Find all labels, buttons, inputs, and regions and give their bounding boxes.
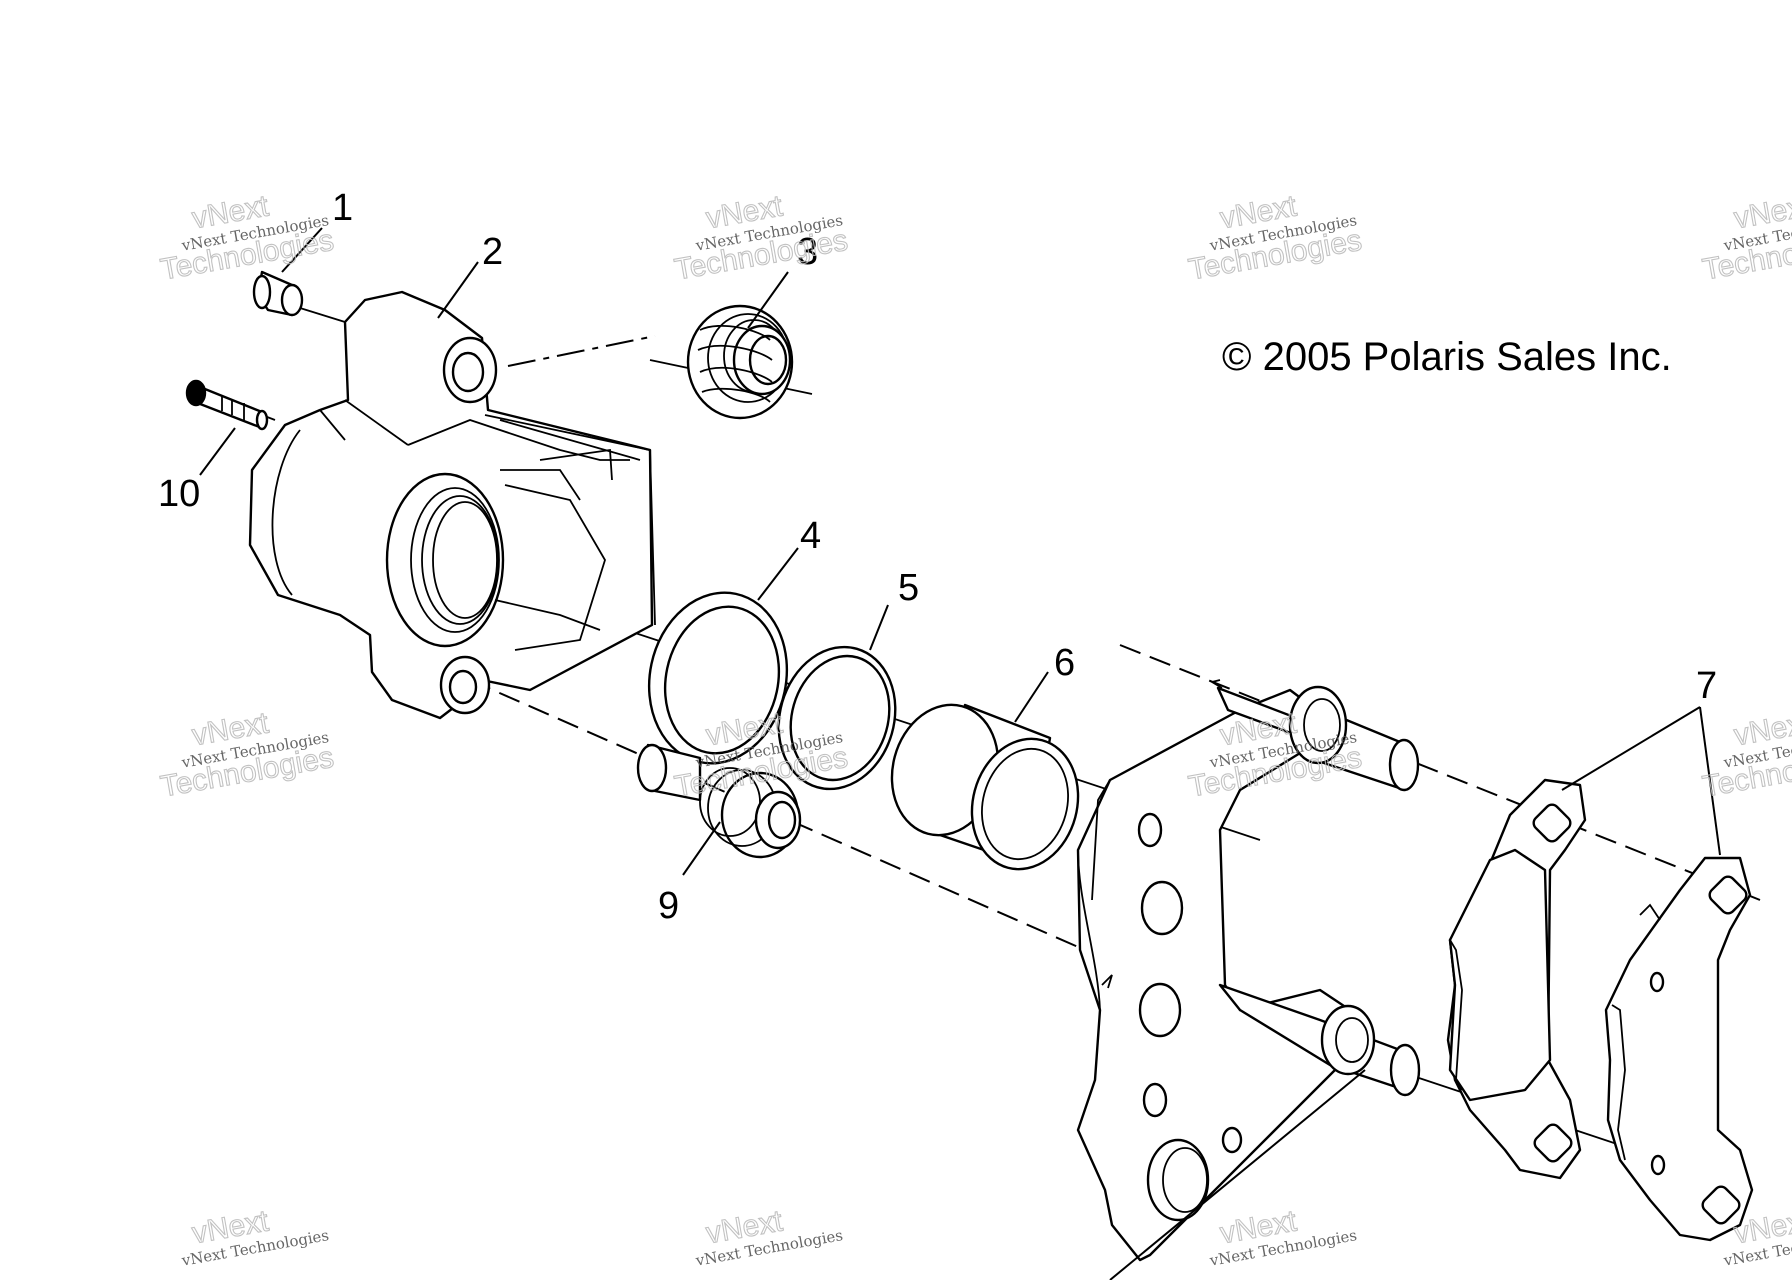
part-6-piston — [890, 703, 1080, 871]
watermark: vNext Technologies vNext Technologies — [1700, 189, 1792, 287]
watermark: vNext vNext Technologies — [1721, 1204, 1792, 1270]
callout-6: 6 — [1054, 642, 1075, 684]
callout-10: 10 — [158, 473, 200, 515]
watermark: vNext vNext Technologies — [1207, 1204, 1358, 1270]
callout-4: 4 — [800, 515, 821, 557]
part-2-caliper-body — [248, 290, 656, 720]
watermark: vNext Technologies vNext Technologies — [1700, 706, 1792, 804]
part-1-bleeder-cap — [252, 270, 304, 317]
watermark: vNext Technologies vNext Technologies — [158, 189, 337, 287]
watermark: vNext Technologies vNext Technologies — [672, 189, 851, 287]
callout-labels: 1 2 3 4 5 6 7 9 10 — [158, 187, 1717, 927]
callout-9: 9 — [658, 885, 679, 927]
callout-2: 2 — [482, 231, 503, 273]
watermark: vNext vNext Technologies — [693, 1204, 844, 1270]
callout-5: 5 — [898, 567, 919, 609]
part-5-dust-seal — [777, 645, 897, 791]
part-10-bleeder-screw — [185, 379, 269, 431]
leader-lines — [199, 227, 1721, 1280]
part-7-brake-pad-inner — [1446, 778, 1587, 1180]
mounting-bracket — [1076, 679, 1421, 1262]
callout-1: 1 — [332, 187, 353, 229]
callout-3: 3 — [797, 231, 818, 273]
watermark: vNext vNext Technologies — [179, 1204, 330, 1270]
watermark: vNext Technologies vNext Technologies — [1186, 189, 1365, 287]
part-9-pin-bolt — [636, 743, 802, 859]
part-7-brake-pad-outer — [1604, 856, 1754, 1242]
callout-7: 7 — [1696, 665, 1717, 707]
part-3-boot — [686, 304, 794, 420]
watermark: vNext Technologies vNext Technologies — [158, 706, 337, 804]
copyright-notice: © 2005 Polaris Sales Inc. — [1222, 335, 1672, 379]
